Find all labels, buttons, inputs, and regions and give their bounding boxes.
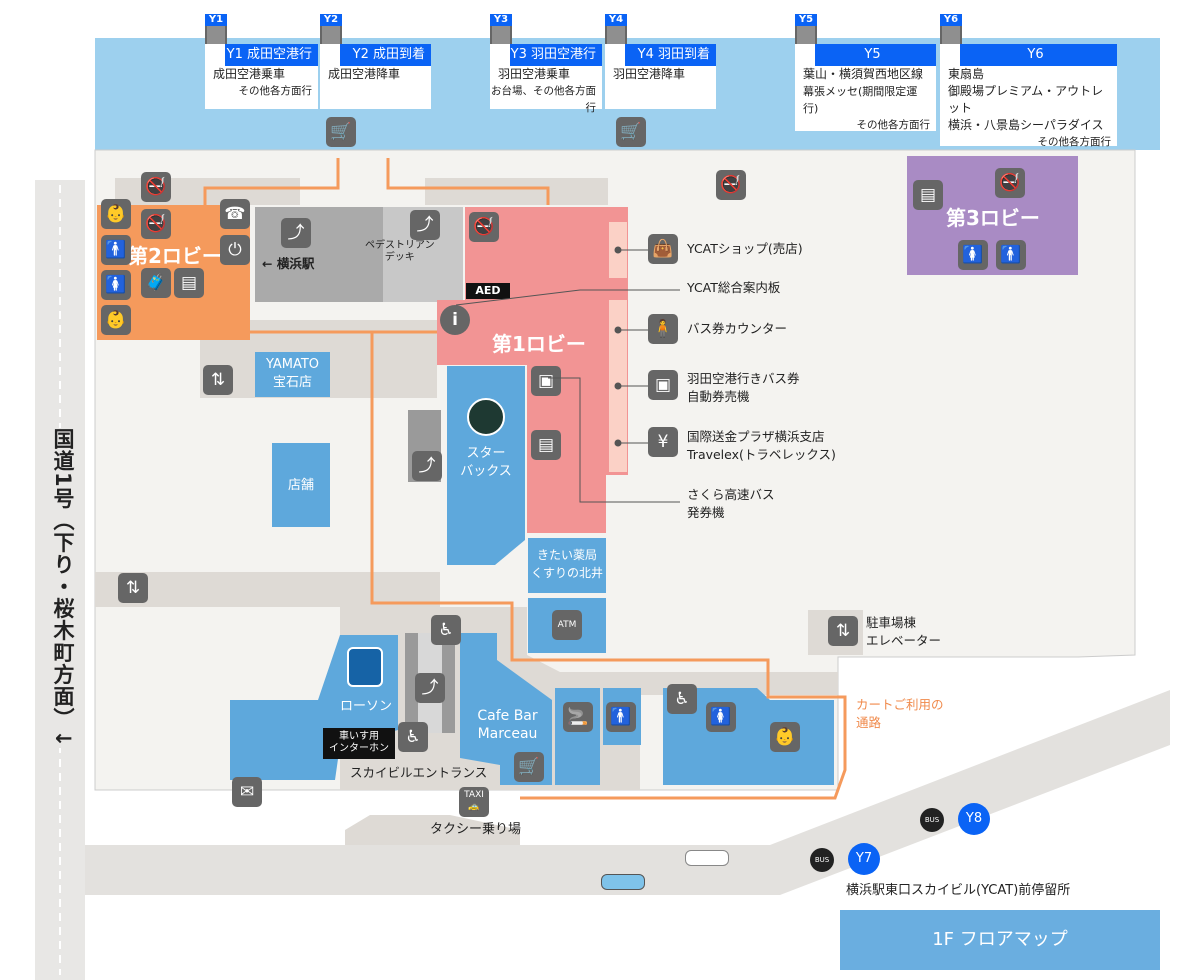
taxi-icon: TAXI🚕 (459, 787, 489, 817)
wheelchair-intercom-label: 車いす用 インターホン (323, 728, 395, 759)
wheelchair-icon[interactable]: ♿ (398, 722, 428, 752)
yamato-label: YAMATO 宝石店 (265, 357, 320, 390)
cart-route (235, 300, 437, 334)
lobby-3-title: 第3ロビー (946, 206, 1040, 230)
floor-map-title: 1F フロアマップ (932, 929, 1068, 950)
lawson-logo (347, 647, 383, 687)
starbucks-logo (467, 398, 505, 436)
legend-sakura-bus: さくら高速バス 発券機 (687, 487, 775, 520)
no-smoking-icon: 🚭 (141, 172, 171, 202)
bus-bay-y3[interactable]: Y3 羽田空港行羽田空港乗車お台場、その他各方面行 (490, 44, 602, 114)
starbucks-store (447, 366, 525, 565)
bus-stop-y7-badge: Y7 (848, 843, 880, 875)
skybuilding-entrance-label: スカイビルエントランス (350, 765, 488, 780)
escalator-icon: ⤴ (281, 218, 311, 248)
road-label: 国道1号（下り・桜木町方面）↓ (48, 428, 78, 749)
baby-care-icon: 👶 (101, 305, 131, 335)
legend-ycat-shop: YCATショップ(売店) (687, 241, 803, 256)
ticket-machine-icon: ▣ (648, 370, 678, 400)
elevator-icon: ⇅ (203, 365, 233, 395)
legend-bus-counter: バス券カウンター (687, 321, 788, 336)
aed-label: AED (466, 283, 510, 299)
bus-stop-y8-badge: Y8 (958, 803, 990, 835)
yokohama-station-label: ← 横浜駅 (262, 256, 315, 271)
cafe-bar-label: Cafe Bar Marceau (477, 708, 538, 742)
cart-route-label: カートご利用の 通路 (856, 697, 944, 730)
ticket-machine-icon: ▣ (531, 366, 561, 396)
no-smoking-icon: 🚭 (141, 209, 171, 239)
lobby-1-title: 第1ロビー (492, 332, 586, 356)
womens-toilet-icon: 🚺 (706, 702, 736, 732)
yamato-store (255, 352, 330, 397)
lawson-label: ローソン (339, 699, 392, 714)
legend-ticket-machine: 羽田空港行きバス券 自動券売機 (687, 371, 800, 404)
luggage-cart-icon: 🛒 (616, 117, 646, 147)
street (85, 690, 1170, 895)
shop-label: 店舗 (287, 478, 314, 493)
car-icon (601, 874, 645, 890)
legend-info-board: YCAT総合案内板 (687, 280, 781, 295)
no-smoking-icon: 🚭 (716, 170, 746, 200)
lobby-2-title: 第2ロビー (128, 244, 222, 268)
wheelchair-icon: ♿ (431, 615, 461, 645)
ticket-machine-icon: ▤ (531, 430, 561, 460)
atm-icon: ATM (552, 610, 582, 640)
no-smoking-icon: 🚭 (995, 168, 1025, 198)
lobby-3-area (907, 156, 1078, 275)
luggage-cart-icon: 🛒 (514, 752, 544, 782)
shop-icon: 👜 (648, 234, 678, 264)
information-icon[interactable]: i (440, 305, 470, 335)
bus-stop-label: 横浜駅東口スカイビル(YCAT)前停留所 (846, 883, 1071, 898)
elevator-icon: ⇅ (118, 573, 148, 603)
taxi-sign-text: TAXI (464, 790, 484, 800)
coin-locker-icon: 🧳 (141, 268, 171, 298)
starbucks-label: スター バックス (460, 446, 512, 479)
baby-care-icon: 👶 (101, 199, 131, 229)
ticket-machine-icon: ▤ (174, 268, 204, 298)
legend-travelex: 国際送金プラザ横浜支店 Travelex(トラベレックス) (687, 429, 836, 462)
store-block (272, 443, 330, 527)
escalator-icon: ⤴ (415, 673, 445, 703)
smoking-area-icon: 🚬 (563, 702, 593, 732)
bus-bay-y1[interactable]: Y1 成田空港行成田空港乗車その他各方面行 (205, 44, 318, 109)
power-outlet-icon: ⏻ (220, 235, 250, 265)
wheelchair-icon: ♿ (667, 684, 697, 714)
telephone-icon: ☎ (220, 199, 250, 229)
no-smoking-icon: 🚭 (469, 212, 499, 242)
parking-elevator-label: 駐車場棟 エレベーター (866, 615, 942, 648)
bus-stop-y8-sign: BUS (920, 808, 944, 832)
womens-toilet-icon: 🚺 (958, 240, 988, 270)
currency-exchange-icon: ¥ (648, 427, 678, 457)
luggage-cart-icon: 🛒 (326, 117, 356, 147)
taxi-stand-label: タクシー乗り場 (430, 822, 522, 837)
mens-toilet-icon: 🚹 (101, 235, 131, 265)
mens-toilet-icon: 🚹 (996, 240, 1026, 270)
pedestrian-deck-label: ペデストリアン デッキ (365, 240, 435, 263)
escalator-icon: ⤴ (412, 451, 442, 481)
baby-care-icon: 👶 (770, 722, 800, 752)
kitai-pharmacy-label: きたい薬局 くすりの北井 (530, 548, 603, 580)
bus-bay-y4[interactable]: Y4 羽田到着羽田空港降車 (605, 44, 716, 109)
bus-bay-y2[interactable]: Y2 成田到着成田空港降車 (320, 44, 431, 109)
cafe-store (460, 633, 552, 785)
ticket-machine-icon: ▤ (913, 180, 943, 210)
mens-toilet-icon: 🚹 (606, 702, 636, 732)
bus-stop-y7-sign: BUS (810, 848, 834, 872)
elevator-icon: ⇅ (828, 616, 858, 646)
car-icon (685, 850, 729, 866)
counter-icon: 🧍 (648, 314, 678, 344)
womens-toilet-icon: 🚺 (101, 270, 131, 300)
escalator-icon: ⤴ (410, 210, 440, 240)
mail-icon: ✉ (232, 777, 262, 807)
